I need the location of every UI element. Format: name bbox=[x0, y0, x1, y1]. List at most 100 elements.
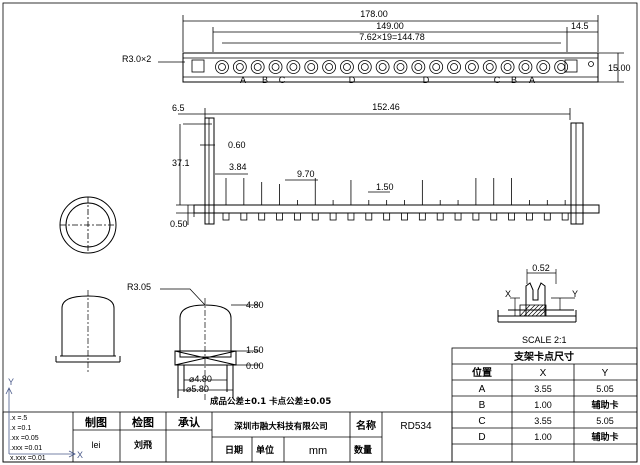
pin-label-d-1: D bbox=[349, 75, 356, 85]
pin-hole bbox=[268, 60, 283, 74]
name-label: 名称 bbox=[356, 419, 376, 432]
dim-150: 1.50 bbox=[376, 182, 394, 192]
pin-hole-inner bbox=[467, 63, 476, 71]
dim-dia-580: ⌀5.80 bbox=[186, 384, 209, 394]
tol-x-xxx: x.xxx =0.01 bbox=[10, 455, 46, 462]
side-pin-foot bbox=[329, 212, 337, 221]
side-pin-foot bbox=[293, 212, 301, 221]
side-pin-foot bbox=[240, 212, 248, 221]
tolerance-note: 成品公差±0.1 卡点公差±0.05 bbox=[210, 396, 331, 407]
right-hole bbox=[588, 61, 594, 67]
side-pin-foot bbox=[490, 212, 498, 221]
dim-052: 0.52 bbox=[532, 263, 550, 273]
pin-hole bbox=[536, 60, 551, 74]
support-table-header-x: X bbox=[540, 368, 547, 379]
side-pin-foot bbox=[365, 212, 373, 221]
pin-hole bbox=[393, 60, 408, 74]
dim-37: 37.1 bbox=[172, 158, 190, 168]
tol-x: .x =.5 bbox=[10, 415, 27, 422]
pin-hole bbox=[554, 60, 569, 74]
dim-span: 152.46 bbox=[372, 102, 400, 112]
pin-hole bbox=[411, 60, 426, 74]
tol-xxx: .xxx =0.01 bbox=[10, 445, 42, 452]
table-row-c-x: 3.55 bbox=[534, 416, 552, 426]
pin-hole bbox=[500, 60, 515, 74]
table-row-a-x: 3.55 bbox=[534, 384, 552, 394]
support-table-header-pos: 位置 bbox=[472, 366, 492, 379]
side-pin-foot bbox=[472, 212, 480, 221]
pin-hole-inner bbox=[307, 63, 316, 71]
clip-detail-view bbox=[497, 269, 577, 323]
tol-xx: .xx =0.05 bbox=[10, 435, 39, 442]
pin-hole bbox=[357, 60, 372, 74]
pin-hole bbox=[518, 60, 533, 74]
pin-hole-inner bbox=[253, 63, 262, 71]
company-name: 深圳市融大科技有限公司 bbox=[234, 421, 328, 432]
side-pins bbox=[222, 178, 569, 221]
pin-label-b-left: B bbox=[262, 75, 268, 85]
dim-radius-305: R3.05 bbox=[127, 282, 151, 292]
support-table-title: 支架卡点尺寸 bbox=[513, 350, 574, 363]
pin-row bbox=[215, 60, 569, 74]
support-table-header-y: Y bbox=[602, 368, 609, 379]
pin-hole bbox=[429, 60, 444, 74]
pin-label-d-2: D bbox=[423, 75, 430, 85]
title-label-draw: 制图 bbox=[85, 415, 107, 429]
led-detail-view bbox=[160, 288, 260, 402]
pin-hole-inner bbox=[503, 63, 512, 71]
pin-hole bbox=[464, 60, 479, 74]
side-pin-foot bbox=[436, 212, 444, 221]
pin-hole bbox=[215, 60, 229, 74]
title-label-approve: 承认 bbox=[178, 415, 201, 429]
dim-970: 9.70 bbox=[297, 169, 315, 179]
pin-hole-inner bbox=[485, 63, 494, 71]
clip-x-label: X bbox=[505, 289, 511, 299]
pin-label-c-right: C bbox=[494, 75, 501, 85]
side-base-bar bbox=[193, 204, 600, 214]
pin-hole-inner bbox=[343, 63, 351, 71]
checker-name: 刘飛 bbox=[134, 439, 152, 451]
led-small-view bbox=[55, 290, 121, 372]
pin-hole-inner bbox=[539, 63, 548, 71]
side-pin-foot bbox=[418, 212, 426, 221]
pin-hole bbox=[447, 60, 461, 74]
support-table bbox=[451, 347, 638, 463]
unit-label: 单位 bbox=[256, 444, 274, 456]
qty-label: 数量 bbox=[354, 444, 372, 456]
table-row-d-pos: D bbox=[478, 432, 485, 443]
title-block bbox=[2, 411, 453, 463]
drawer-name: lei bbox=[91, 440, 100, 450]
right-slot bbox=[564, 59, 578, 73]
dim-480-top: 4.80 bbox=[246, 300, 264, 310]
pin-hole bbox=[322, 60, 337, 74]
dim-left-small: 6.5 bbox=[172, 103, 185, 113]
dim-dia-480: ⌀4.80 bbox=[189, 374, 212, 384]
side-pin-foot bbox=[508, 212, 516, 221]
pin-hole bbox=[286, 60, 301, 74]
title-label-check: 检图 bbox=[132, 415, 154, 429]
side-pin-foot bbox=[543, 212, 551, 221]
pin-hole-inner bbox=[432, 63, 441, 71]
side-pin-foot bbox=[561, 212, 569, 221]
pin-hole bbox=[340, 60, 354, 74]
date-label: 日期 bbox=[225, 444, 243, 456]
clip-y-label: Y bbox=[572, 289, 578, 299]
dim-150-led: 1.50 bbox=[246, 345, 264, 355]
top-view bbox=[158, 15, 624, 83]
dim-height: 15.00 bbox=[608, 63, 631, 73]
table-row-b-y: 辅助卡 bbox=[591, 399, 618, 411]
table-row-b-pos: B bbox=[479, 400, 486, 411]
table-row-d-x: 1.00 bbox=[534, 432, 552, 442]
side-pin-foot bbox=[347, 212, 355, 221]
table-row-c-y: 5.05 bbox=[596, 416, 614, 426]
dim-overall: 178.00 bbox=[360, 9, 388, 19]
axis-y-label: Y bbox=[8, 377, 14, 387]
pin-hole-inner bbox=[521, 63, 530, 71]
dim-thickness: 0.60 bbox=[228, 140, 246, 150]
table-row-d-y: 辅助卡 bbox=[591, 431, 618, 443]
dim-right-offset: 14.5 bbox=[571, 21, 589, 31]
pin-hole-inner bbox=[325, 63, 334, 71]
end-view-circle bbox=[59, 196, 117, 254]
pin-label-b-right: B bbox=[511, 75, 517, 85]
